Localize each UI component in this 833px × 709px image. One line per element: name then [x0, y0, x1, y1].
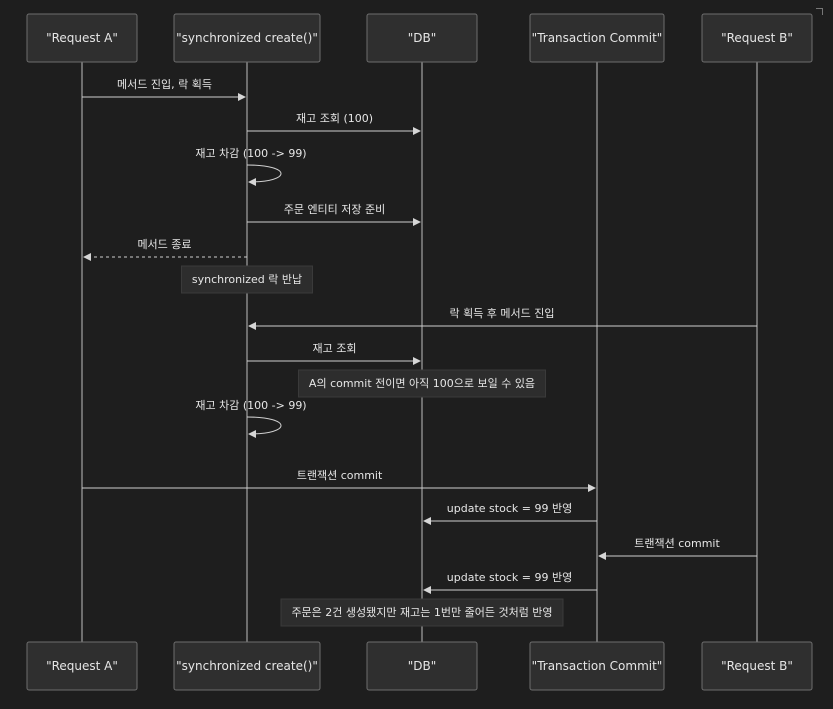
participant-label: "Transaction Commit" [532, 659, 663, 673]
participant-box [173, 641, 321, 691]
arrowhead [238, 93, 246, 101]
participant-label: "Transaction Commit" [532, 31, 663, 45]
message-label: 트랜잭션 commit [297, 469, 383, 482]
participant-label: "DB" [408, 31, 437, 45]
note-box [298, 369, 546, 398]
message: 재고 조회 [247, 342, 421, 365]
participant-box [366, 13, 478, 63]
participant-box [366, 641, 478, 691]
message-label: update stock = 99 반영 [447, 502, 572, 515]
participant-s-bottom[interactable]: "synchronized create()" [173, 641, 321, 691]
message-label: 락 획득 후 메서드 진입 [449, 307, 554, 320]
message-label: 재고 조회 (100) [296, 112, 373, 125]
note-text: synchronized 락 반납 [192, 273, 302, 286]
participant-label: "synchronized create()" [176, 31, 318, 45]
self-message-line [246, 164, 282, 183]
message: 메서드 종료 [83, 238, 247, 261]
note: synchronized 락 반납 [181, 265, 313, 294]
message: update stock = 99 반영 [423, 502, 597, 525]
participant-label: "DB" [408, 659, 437, 673]
message: 메서드 진입, 락 획득 [82, 78, 246, 101]
participant-box [701, 641, 813, 691]
participant-b-bottom[interactable]: "Request B" [701, 641, 813, 691]
participant-box [701, 13, 813, 63]
message: 트랜잭션 commit [598, 537, 757, 560]
participant-box [529, 641, 665, 691]
self-message-line [246, 416, 282, 435]
participant-box [173, 13, 321, 63]
participant-label: "synchronized create()" [176, 659, 318, 673]
participant-box [529, 13, 665, 63]
participant-box [26, 641, 138, 691]
arrowhead [413, 357, 421, 365]
arrowhead [83, 253, 91, 261]
arrowhead [413, 127, 421, 135]
participant-tc-top[interactable]: "Transaction Commit" [529, 13, 665, 63]
message: 주문 엔티티 저장 준비 [247, 203, 421, 226]
arrowhead [248, 322, 256, 330]
note-text: 주문은 2건 생성됐지만 재고는 1번만 줄어든 것처럼 반영 [291, 606, 552, 619]
expand-icon[interactable] [816, 8, 823, 15]
message-label: update stock = 99 반영 [447, 571, 572, 584]
note-text: A의 commit 전이면 아직 100으로 보일 수 있음 [309, 376, 535, 390]
message: 재고 조회 (100) [247, 112, 421, 135]
participant-a-bottom[interactable]: "Request A" [26, 641, 138, 691]
note: A의 commit 전이면 아직 100으로 보일 수 있음 [298, 369, 546, 398]
message-label: 재고 차감 (100 -> 99) [195, 147, 306, 160]
message: 재고 차감 (100 -> 99) [195, 147, 307, 186]
message-label: 주문 엔티티 저장 준비 [284, 203, 386, 216]
arrowhead [423, 517, 431, 525]
participant-label: "Request B" [721, 659, 793, 673]
arrowhead [248, 178, 256, 186]
arrowhead [248, 430, 256, 438]
arrowhead [598, 552, 606, 560]
arrowhead [588, 484, 596, 492]
participant-b-top[interactable]: "Request B" [701, 13, 813, 63]
message-label: 메서드 종료 [137, 238, 191, 251]
message: 락 획득 후 메서드 진입 [248, 307, 757, 330]
message-label: 트랜잭션 commit [634, 537, 720, 550]
participant-label: "Request A" [46, 31, 118, 45]
note-box [280, 598, 564, 627]
participant-s-top[interactable]: "synchronized create()" [173, 13, 321, 63]
arrowhead [413, 218, 421, 226]
participant-label: "Request A" [46, 659, 118, 673]
participant-label: "Request B" [721, 31, 793, 45]
message: 트랜잭션 commit [82, 469, 596, 492]
arrowhead [423, 586, 431, 594]
message-label: 재고 차감 (100 -> 99) [195, 399, 306, 412]
message: update stock = 99 반영 [423, 571, 597, 594]
message: 재고 차감 (100 -> 99) [195, 399, 307, 438]
note-box [181, 265, 313, 294]
participant-db-bottom[interactable]: "DB" [366, 641, 478, 691]
participant-box [26, 13, 138, 63]
participant-db-top[interactable]: "DB" [366, 13, 478, 63]
note: 주문은 2건 생성됐지만 재고는 1번만 줄어든 것처럼 반영 [280, 598, 564, 627]
participant-a-top[interactable]: "Request A" [26, 13, 138, 63]
message-label: 재고 조회 [313, 342, 357, 355]
participant-tc-bottom[interactable]: "Transaction Commit" [529, 641, 665, 691]
message-label: 메서드 진입, 락 획득 [117, 78, 212, 91]
